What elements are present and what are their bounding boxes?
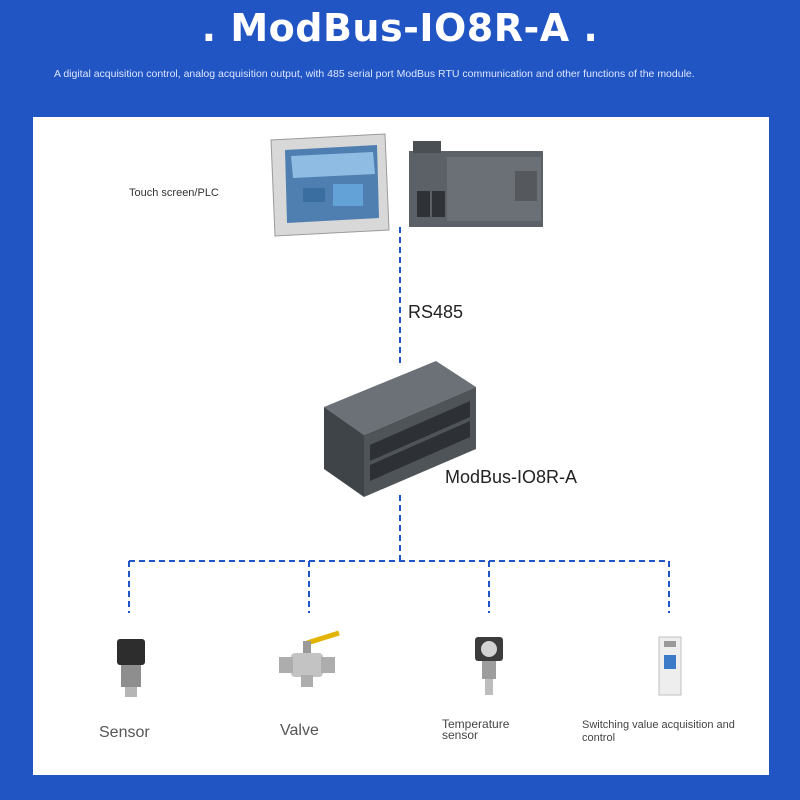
io-module-icon [324,361,476,497]
rs485-label: RS485 [408,302,464,322]
temperature-sensor-icon [475,637,503,695]
diagram-panel: Touch screen/PLC RS485 ModBus-IO8R-A Sen… [33,117,769,775]
page-title: . ModBus-IO8R-A . [201,6,599,50]
device-label-sensor: Sensor [99,724,150,741]
device-label-valve: Valve [280,722,319,739]
device-label-switching: Switching value acquisition and control [582,719,735,744]
module-label: ModBus-IO8R-A [445,467,578,487]
touch-screen-icon [270,133,390,237]
connector-lines [128,227,670,613]
pressure-sensor-icon [117,639,145,697]
plc-icon [409,141,543,227]
touch-screen-plc-label: Touch screen/PLC [129,187,219,199]
valve-icon [279,630,340,687]
device-label-temperature-sensor: Temperature sensor [442,717,510,742]
page-subtitle: A digital acquisition control, analog ac… [54,68,695,80]
switch-module-icon [658,636,682,696]
